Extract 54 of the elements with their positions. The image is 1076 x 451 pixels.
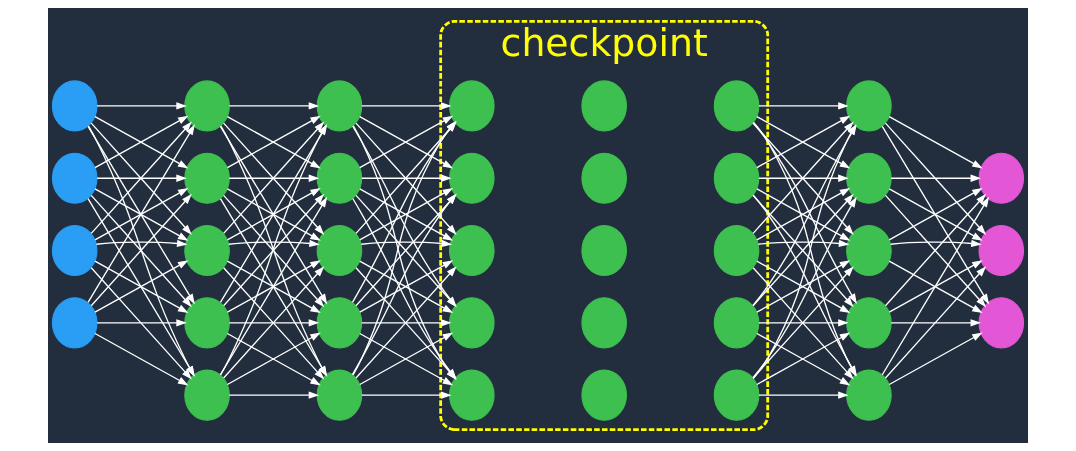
arrow (361, 102, 452, 110)
arrow (758, 391, 849, 399)
node-circle (581, 80, 627, 132)
node-circle (51, 297, 98, 349)
arrow (228, 391, 320, 399)
arrow (228, 239, 320, 248)
arrow (95, 239, 188, 248)
arrow (881, 196, 990, 376)
arrow (361, 174, 452, 182)
arrow (756, 332, 851, 386)
arrow (890, 239, 982, 248)
arrow (228, 102, 320, 110)
arrow (888, 332, 983, 386)
node-circle (449, 224, 495, 277)
arrow (94, 332, 189, 386)
arrow (888, 115, 983, 169)
arrow (361, 319, 452, 327)
node-circle (581, 152, 627, 204)
arrow (96, 102, 187, 110)
arrow (359, 115, 454, 169)
node-circle (713, 152, 760, 204)
arrow (96, 174, 187, 182)
node-circle (713, 297, 760, 349)
node-circle (581, 297, 627, 349)
arrow (758, 319, 849, 327)
arrow (758, 174, 849, 182)
arrow (881, 125, 990, 305)
arrow (90, 267, 192, 380)
arrow (890, 174, 981, 182)
node-circle (713, 80, 760, 132)
arrow (361, 391, 452, 399)
arrow (758, 102, 849, 110)
arrow (884, 122, 987, 235)
node-circle (713, 224, 760, 277)
arrow (359, 332, 454, 386)
arrow (756, 115, 851, 169)
arrow (360, 239, 453, 248)
node-circle (51, 152, 98, 204)
arrow (890, 319, 981, 327)
node-circle (51, 224, 98, 277)
node-circle (581, 369, 627, 421)
arrow (226, 332, 321, 386)
arrow (228, 319, 320, 327)
node-circle (581, 224, 627, 277)
arrow (228, 174, 320, 182)
arrow (94, 115, 189, 169)
node-circle (713, 369, 760, 421)
arrow (87, 197, 195, 377)
arrow (757, 239, 850, 248)
node-circle (51, 80, 98, 132)
arrow (96, 319, 187, 327)
arrow (226, 115, 321, 169)
arrow (884, 266, 987, 379)
arrow (87, 125, 195, 377)
